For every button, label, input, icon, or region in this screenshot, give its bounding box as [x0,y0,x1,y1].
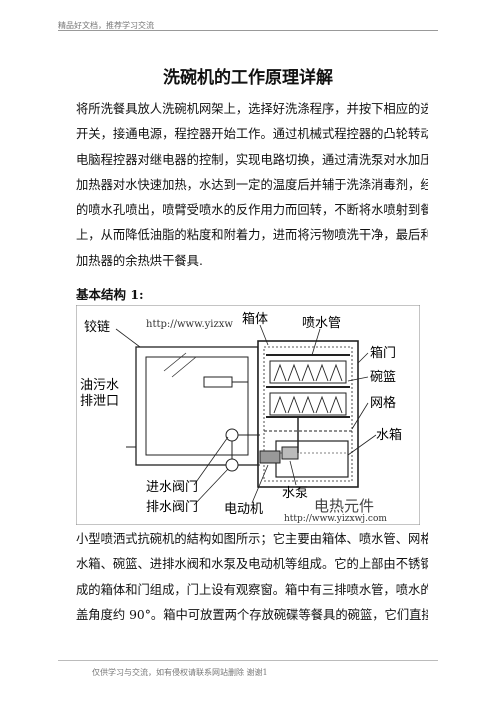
leader-grid [351,402,369,430]
label-grid: 网格 [370,395,396,411]
cabinet-body [257,340,359,488]
watermark-brand: 电热元件 [314,497,374,515]
label-basket: 碗篮 [370,369,396,385]
body-line: 水箱、碗篮、进排水阀和水泵及电动机等组成。它的上部由不锈钢制 [76,557,428,572]
label-hinge: 铰链 [84,320,110,335]
watermark-url-bottom: http://www.yizxwj.com [284,514,387,524]
glass-reflection [171,356,197,378]
label-water-tank: 水箱 [376,427,402,443]
leader-spray-pipe [311,328,321,356]
label-door: 箱门 [370,345,396,361]
label-motor: 电动机 [224,502,263,517]
label-cabinet: 箱体 [242,311,268,327]
leader-cabinet [259,324,269,346]
intro-line: 加热器对水快速加热，水达到一定的温度后并辅于洗涤消毒剂，经喷臂 [76,177,428,192]
dishes-lower [273,395,343,414]
leader-hinge [115,328,141,348]
intro-line: 将所洗餐具放人洗碗机网架上，选择好洗涤程序，并按下相应的选择 [76,102,428,116]
dishwasher-structure-figure: 铰链 http://www.yizxw 箱体 喷水管 箱门 碗篮 网格 油污水 … [76,305,420,525]
leader-door [357,352,369,364]
label-drain-outlet-1: 油污水 [80,378,119,393]
intro-line: 加热器的余热烘干餐具. [76,253,203,268]
leader-inlet-valve [193,436,229,486]
motor [259,450,281,464]
intro-line: 开关，接通电源，程控器开始工作。通过机械式程控器的凸轮转动或 [76,127,428,142]
label-drain-valve: 排水阀门 [146,500,198,515]
footer-note: 仅供学习与交流，如有侵权请联系网站删除 谢谢1 [92,668,268,677]
label-inlet-valve: 进水阀门 [146,480,198,495]
footer-divider [58,660,438,661]
intro-line: 电脑程控器对继电器的控制，实现电路切换，通过清洗泵对水加压， [76,152,428,167]
section-heading: 基本结构 1: [76,287,144,302]
label-spray-pipe: 喷水管 [302,316,341,331]
pump [281,446,299,460]
header-divider [58,30,438,31]
body-paragraph: 小型喷洒式抗碗机的結构如图所示；它主要由箱体、喷水管、网格、 水箱、碗篮、进排水… [76,527,428,628]
leader-pump [289,460,297,486]
intro-paragraph: 将所洗餐具放人洗碗机网架上，选择好洗涤程序，并按下相应的选择 开关，接通电源，程… [76,97,428,274]
watermark-url-top: http://www.yizxw [146,319,233,330]
cabinet-inner-wall [263,346,353,482]
lower-basket [269,392,347,416]
leader-motor [251,464,269,504]
intro-line: 上，从而降低油脂的粘度和附着力，进而将污物喷洗干净，最后利用 [76,228,428,243]
upper-basket [269,360,347,384]
observation-window [145,356,249,456]
leader-basket [347,376,369,382]
leader-drain-valve [193,468,229,506]
body-line: 成的箱体和门组成，门上设有观察窗。箱中有三排喷水管，喷水的喷 [76,582,428,597]
inlet-valve [225,428,239,442]
dishes-upper [273,363,343,382]
body-line: 小型喷洒式抗碗机的結构如图所示；它主要由箱体、喷水管、网格、 [76,532,428,546]
glass-reflection [163,352,187,372]
page-title: 洗碗机的工作原理详解 [163,68,333,88]
door-panel [135,346,259,466]
body-line: 盖角度约 90°。箱中可放置两个存放碗碟等餐具的碗篮，它们直接 [76,607,428,622]
intro-line: 的喷水孔喷出，喷臂受喷水的反作用力而回转，不断将水喷射到餐具 [76,203,428,218]
leader-water-tank [347,434,377,456]
label-drain-outlet-2: 排泄口 [80,394,119,409]
header-note: 精品好文档，推荐学习交流 [58,21,154,30]
label-pump: 水泵 [282,486,308,501]
